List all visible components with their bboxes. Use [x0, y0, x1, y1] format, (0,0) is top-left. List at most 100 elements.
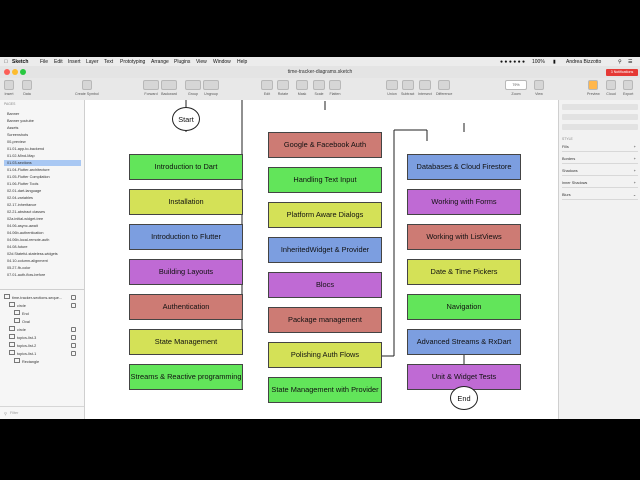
zoom-value[interactable]: 79%: [505, 80, 527, 90]
app-menu[interactable]: Sketch: [12, 58, 29, 65]
menu-insert[interactable]: Insert: [68, 58, 81, 65]
apple-icon[interactable]: : [4, 59, 8, 65]
position-fields[interactable]: [562, 114, 638, 120]
list-icon[interactable]: ☰: [628, 58, 633, 65]
page-item[interactable]: Assets: [7, 126, 19, 130]
page-item[interactable]: 01.01-app-to-backend: [7, 147, 45, 151]
lock-icon[interactable]: [71, 303, 76, 308]
borders-section[interactable]: Borders+: [562, 156, 638, 164]
view-button[interactable]: View: [534, 80, 544, 96]
mask-button[interactable]: Mask: [296, 80, 308, 96]
layer-item[interactable]: Rectangle: [4, 358, 80, 364]
size-fields[interactable]: [562, 124, 638, 130]
topic-box[interactable]: Working with ListViews: [407, 224, 521, 250]
page-item[interactable]: 07.01-auth-flow-before: [7, 273, 46, 277]
user-name[interactable]: Andrea Bizzotto: [566, 58, 602, 65]
page-item[interactable]: 01.02-Mind-Map: [7, 154, 35, 158]
topic-box[interactable]: Introduction to Dart: [129, 154, 243, 180]
topic-box[interactable]: Handling Text Input: [268, 167, 382, 193]
layer-item[interactable]: circle: [4, 326, 80, 332]
page-item[interactable]: 04.06b-local-remote-auth: [7, 238, 50, 242]
search-icon[interactable]: ⚲: [618, 58, 622, 65]
layer-item[interactable]: topics-list-2: [4, 342, 80, 348]
filter-input[interactable]: Filter: [10, 411, 19, 415]
menu-plugins[interactable]: Plugins: [174, 58, 191, 65]
page-item[interactable]: Banner youtube: [7, 119, 34, 123]
edit-button[interactable]: Edit: [261, 80, 273, 96]
start-node[interactable]: Start: [172, 107, 200, 131]
export-button[interactable]: Export: [623, 80, 633, 96]
topic-box[interactable]: Streams & Reactive programming: [129, 364, 243, 390]
topic-box[interactable]: Package management: [268, 307, 382, 333]
page-item[interactable]: 00-preview: [7, 140, 26, 144]
menu-prototyping[interactable]: Prototyping: [120, 58, 146, 65]
layer-item[interactable]: Oval: [4, 318, 80, 324]
page-item[interactable]: 02.17-inheritance: [7, 203, 37, 207]
menu-arrange[interactable]: Arrange: [151, 58, 169, 65]
notifications-badge[interactable]: 3 Notifications: [606, 68, 638, 76]
topic-box[interactable]: Databases & Cloud Firestore: [407, 154, 521, 180]
menu-view[interactable]: View: [196, 58, 207, 65]
flatten-button[interactable]: Flatten: [329, 80, 341, 96]
layer-item[interactable]: time-tracker-sections-seque...: [4, 294, 80, 300]
topic-box[interactable]: Blocs: [268, 272, 382, 298]
align-controls[interactable]: [562, 104, 638, 110]
layer-item[interactable]: topics-list-1: [4, 350, 80, 356]
backward-button[interactable]: Backward: [161, 80, 177, 96]
intersect-button[interactable]: Intersect: [418, 80, 432, 96]
preview-button[interactable]: Preview: [587, 80, 600, 96]
page-item[interactable]: 04.06-async-await: [7, 224, 38, 228]
topic-box[interactable]: State Management: [129, 329, 243, 355]
lock-icon[interactable]: [71, 343, 76, 348]
blur-chevron-icon[interactable]: ⌄: [632, 193, 636, 197]
scale-button[interactable]: Scale: [313, 80, 325, 96]
menu-file[interactable]: File: [40, 58, 49, 65]
subtract-button[interactable]: Subtract: [401, 80, 414, 96]
lock-icon[interactable]: [71, 295, 76, 300]
page-item[interactable]: Screenshots: [7, 133, 29, 137]
page-item[interactable]: Banner: [7, 112, 20, 116]
menu-layer[interactable]: Layer: [86, 58, 99, 65]
page-item[interactable]: 01.05-Flutter Compilation: [7, 175, 50, 179]
insert-button[interactable]: Insert: [4, 80, 14, 96]
create-symbol-button[interactable]: Create Symbol: [75, 80, 99, 96]
shadows-section[interactable]: Shadows+: [562, 168, 638, 176]
page-item[interactable]: 04.06b-authentication: [7, 231, 44, 235]
inner-shadows-section[interactable]: Inner Shadows+: [562, 180, 638, 188]
page-item[interactable]: 01.06-Flutter Tools: [7, 182, 39, 186]
topic-box[interactable]: Authentication: [129, 294, 243, 320]
lock-icon[interactable]: [71, 351, 76, 356]
add-inner-shadow-icon[interactable]: +: [633, 181, 636, 185]
topic-box[interactable]: InheritedWidget & Provider: [268, 237, 382, 263]
layer-item[interactable]: circle: [4, 302, 80, 308]
topic-box[interactable]: Advanced Streams & RxDart: [407, 329, 521, 355]
add-fill-icon[interactable]: +: [633, 145, 636, 149]
layer-item[interactable]: topics-list-3: [4, 334, 80, 340]
rotate-button[interactable]: Rotate: [277, 80, 289, 96]
lock-icon[interactable]: [71, 335, 76, 340]
topic-box[interactable]: Platform Aware Dialogs: [268, 202, 382, 228]
topic-box[interactable]: Building Layouts: [129, 259, 243, 285]
difference-button[interactable]: Difference: [436, 80, 452, 96]
page-item[interactable]: 02.01-dart-language: [7, 189, 42, 193]
zoom-control[interactable]: 79%Zoom: [505, 80, 527, 96]
group-button[interactable]: Group: [185, 80, 201, 96]
add-border-icon[interactable]: +: [633, 157, 636, 161]
topic-box[interactable]: Date & Time Pickers: [407, 259, 521, 285]
page-item[interactable]: 02a.initial-widget-tree: [7, 217, 44, 221]
blurs-section[interactable]: Blurs⌄: [562, 192, 638, 200]
page-item[interactable]: 01.03-sections: [4, 160, 81, 166]
page-item[interactable]: 02.21-abstract classes: [7, 210, 45, 214]
forward-button[interactable]: Forward: [143, 80, 159, 96]
topic-box[interactable]: Installation: [129, 189, 243, 215]
menu-edit[interactable]: Edit: [54, 58, 63, 65]
page-item[interactable]: 04.08-future: [7, 245, 28, 249]
topic-box[interactable]: Google & Facebook Auth: [268, 132, 382, 158]
page-item[interactable]: 05.27-fb-color: [7, 266, 31, 270]
menu-help[interactable]: Help: [237, 58, 248, 65]
minimize-icon[interactable]: [12, 69, 18, 75]
cloud-button[interactable]: Cloud: [606, 80, 616, 96]
layer-item[interactable]: End: [4, 310, 80, 316]
ungroup-button[interactable]: Ungroup: [203, 80, 219, 96]
